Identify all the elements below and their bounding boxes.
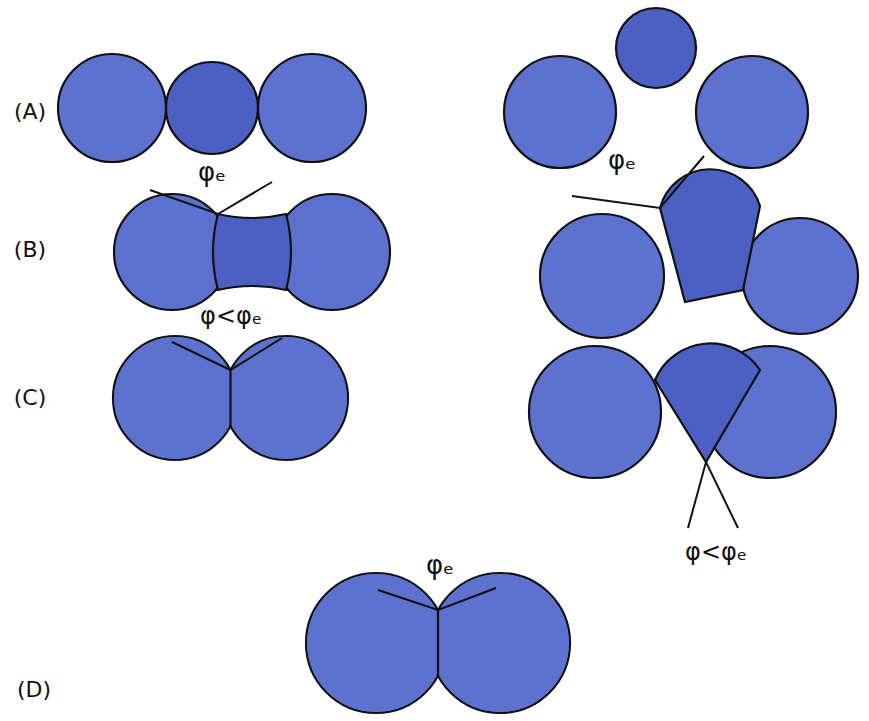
angle-line bbox=[150, 182, 272, 214]
angle-label: φ<φₑ bbox=[200, 304, 262, 328]
particle bbox=[113, 336, 237, 460]
particle bbox=[166, 62, 258, 154]
particle bbox=[504, 56, 616, 168]
angle-lines bbox=[150, 156, 738, 610]
angle-line bbox=[172, 338, 282, 370]
angle-line bbox=[688, 462, 738, 528]
grain-boundary bbox=[437, 610, 439, 676]
angle-label: φₑ bbox=[608, 147, 636, 173]
particles bbox=[58, 8, 858, 713]
particle bbox=[742, 218, 858, 334]
particle bbox=[306, 573, 446, 713]
particle bbox=[696, 56, 808, 168]
panel-label: (A) bbox=[14, 101, 46, 123]
angle-label: φₑ bbox=[198, 159, 226, 185]
angle-label: φ<φₑ bbox=[685, 540, 747, 564]
panel-label: (C) bbox=[14, 387, 47, 409]
particle bbox=[258, 54, 366, 162]
particle bbox=[430, 573, 570, 713]
neck bbox=[213, 214, 291, 290]
panel-label: (D) bbox=[17, 679, 51, 701]
grain-boundary bbox=[229, 370, 231, 426]
angle-line bbox=[572, 156, 704, 208]
panel-label: (B) bbox=[14, 239, 46, 261]
particle bbox=[616, 8, 696, 88]
particle bbox=[58, 54, 166, 162]
angle-label: φₑ bbox=[426, 552, 454, 578]
particle bbox=[540, 214, 664, 338]
angle-line bbox=[378, 588, 496, 610]
neck bbox=[655, 343, 760, 462]
particle bbox=[529, 346, 661, 478]
particle bbox=[224, 336, 348, 460]
